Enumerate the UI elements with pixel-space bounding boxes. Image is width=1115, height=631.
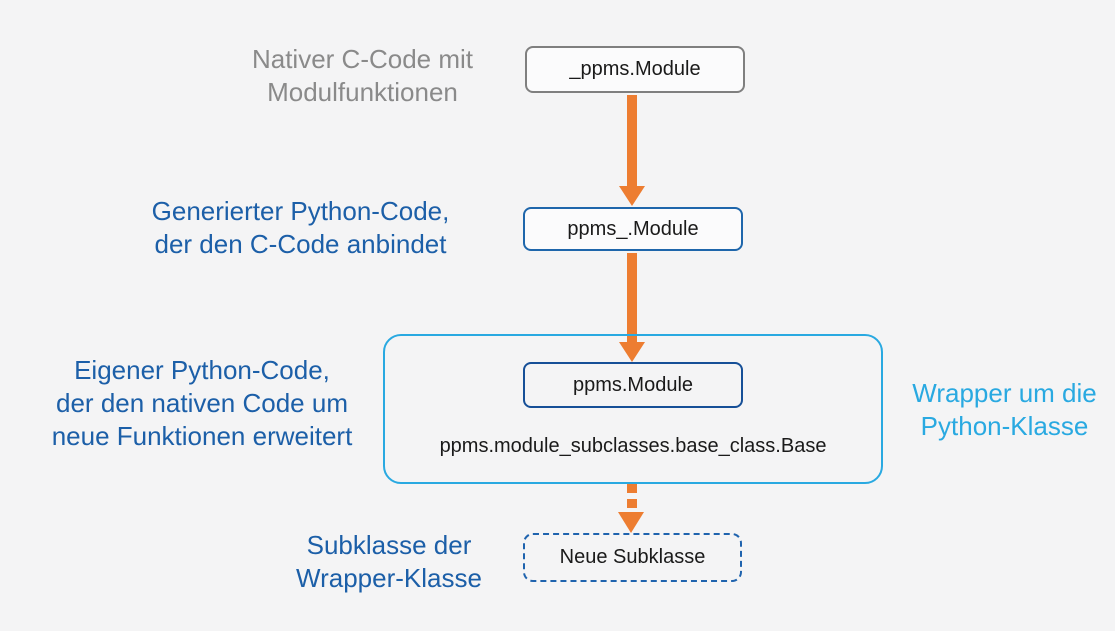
node-new-subclass-label: Neue Subklasse bbox=[559, 546, 706, 568]
node-native-module: _ppms.Module bbox=[525, 46, 745, 93]
node-native-module-label: _ppms.Module bbox=[569, 58, 701, 80]
label-wrapper-python-class-line2: Python-Klasse bbox=[920, 411, 1089, 441]
node-generated-module: ppms_.Module bbox=[523, 207, 743, 251]
label-subclass-of-wrapper-line2: Wrapper-Klasse bbox=[296, 563, 482, 593]
arrow-wrapper-to-subclass-head bbox=[618, 512, 644, 533]
arrow-generated-to-wrapper-shaft bbox=[627, 253, 637, 343]
label-own-python-code: Eigener Python-Code, der den nativen Cod… bbox=[22, 354, 382, 453]
label-generated-python-code: Generierter Python-Code, der den C-Code … bbox=[148, 195, 453, 261]
arrow-wrapper-to-subclass-shaft bbox=[627, 484, 637, 511]
label-native-c-code-line1: Nativer C-Code mit bbox=[251, 44, 474, 74]
label-subclass-of-wrapper-line1: Subklasse der bbox=[306, 530, 472, 560]
label-native-c-code: Nativer C-Code mit Modulfunktionen bbox=[210, 43, 515, 109]
label-wrapper-python-class-line1: Wrapper um die bbox=[912, 378, 1097, 408]
arrow-generated-to-wrapper-head bbox=[619, 342, 645, 362]
node-wrapped-module: ppms.Module bbox=[523, 362, 743, 408]
label-wrapper-python-class: Wrapper um die Python-Klasse bbox=[897, 377, 1112, 443]
node-wrapped-module-label: ppms.Module bbox=[572, 373, 694, 396]
label-native-c-code-line2: Modulfunktionen bbox=[267, 77, 458, 107]
label-generated-python-code-line2: der den C-Code anbindet bbox=[154, 229, 447, 259]
node-generated-module-label: ppms_.Module bbox=[567, 217, 699, 240]
arrow-native-to-generated-head bbox=[619, 186, 645, 206]
label-own-python-code-line2: der den nativen Code um bbox=[56, 388, 348, 418]
label-own-python-code-line3: neue Funktionen erweitert bbox=[51, 421, 353, 451]
label-own-python-code-line1: Eigener Python-Code, bbox=[74, 355, 330, 385]
arrow-native-to-generated-shaft bbox=[627, 95, 637, 187]
wrapper-group-box bbox=[383, 334, 883, 484]
base-class-path-text: ppms.module_subclasses.base_class.Base bbox=[439, 435, 827, 457]
label-subclass-of-wrapper: Subklasse der Wrapper-Klasse bbox=[288, 529, 490, 595]
label-generated-python-code-line1: Generierter Python-Code, bbox=[151, 196, 450, 226]
node-new-subclass: Neue Subklasse bbox=[523, 533, 742, 582]
